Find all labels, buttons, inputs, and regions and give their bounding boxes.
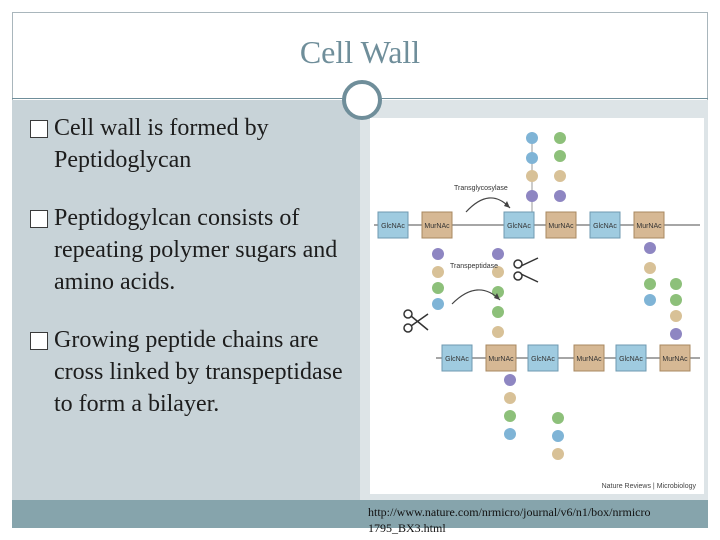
bullet-item: Peptidogylcan consists of repeating poly… [30,202,350,298]
peptidoglycan-figure: GlcNAc MurNAc GlcNAc MurNAc GlcNAc MurNA… [370,118,704,494]
divider-circle-ornament [342,80,382,120]
murnac-label: MurNAc [636,223,662,230]
scissors-icon [513,257,539,283]
transpeptidase-label: Transpeptidase [450,263,498,270]
murnac-label: MurNAc [662,356,688,363]
scissors-icon [403,309,429,333]
murnac-label: MurNAc [576,356,602,363]
bullet-text: Growing peptide chains are cross linked … [54,327,343,417]
glcnac-label: GlcNAc [445,356,469,363]
glcnac-label: GlcNAc [381,223,405,230]
enzyme-arrows: Transglycosylase Transpeptidase [450,185,511,305]
slide-title: Cell Wall [299,34,421,70]
bottom-bar [12,500,708,528]
glcnac-label: GlcNAc [593,223,617,230]
glcnac-label: GlcNAc [619,356,643,363]
bead-chains [432,132,682,460]
left-panel [12,100,360,500]
glcnac-label: GlcNAc [531,356,555,363]
bullet-item: Cell wall is formed by Peptidoglycan [30,112,350,176]
murnac-label: MurNAc [488,356,514,363]
transglycosylase-label: Transglycosylase [454,185,508,192]
peptidoglycan-diagram: GlcNAc MurNAc GlcNAc MurNAc GlcNAc MurNA… [374,132,700,490]
figure-credit: Nature Reviews | Microbiology [602,483,697,490]
bullet-item: Growing peptide chains are cross linked … [30,324,350,420]
glcnac-label: GlcNAc [507,223,531,230]
bullet-list: Cell wall is formed by Peptidoglycan Pep… [30,112,350,446]
bullet-text: Peptidogylcan consists of repeating poly… [54,205,338,295]
bullet-box-icon [30,120,48,138]
bullet-text: Cell wall is formed by Peptidoglycan [54,115,269,173]
bullet-box-icon [30,332,48,350]
lower-glycan-strand: GlcNAc MurNAc GlcNAc MurNAc GlcNAc MurNA… [436,344,700,372]
bullet-box-icon [30,210,48,228]
upper-glycan-strand: GlcNAc MurNAc GlcNAc MurNAc GlcNAc MurNA… [374,211,700,239]
murnac-label: MurNAc [548,223,574,230]
source-link[interactable]: http://www.nature.com/nrmicro/journal/v6… [368,505,651,535]
murnac-label: MurNAc [424,223,450,230]
